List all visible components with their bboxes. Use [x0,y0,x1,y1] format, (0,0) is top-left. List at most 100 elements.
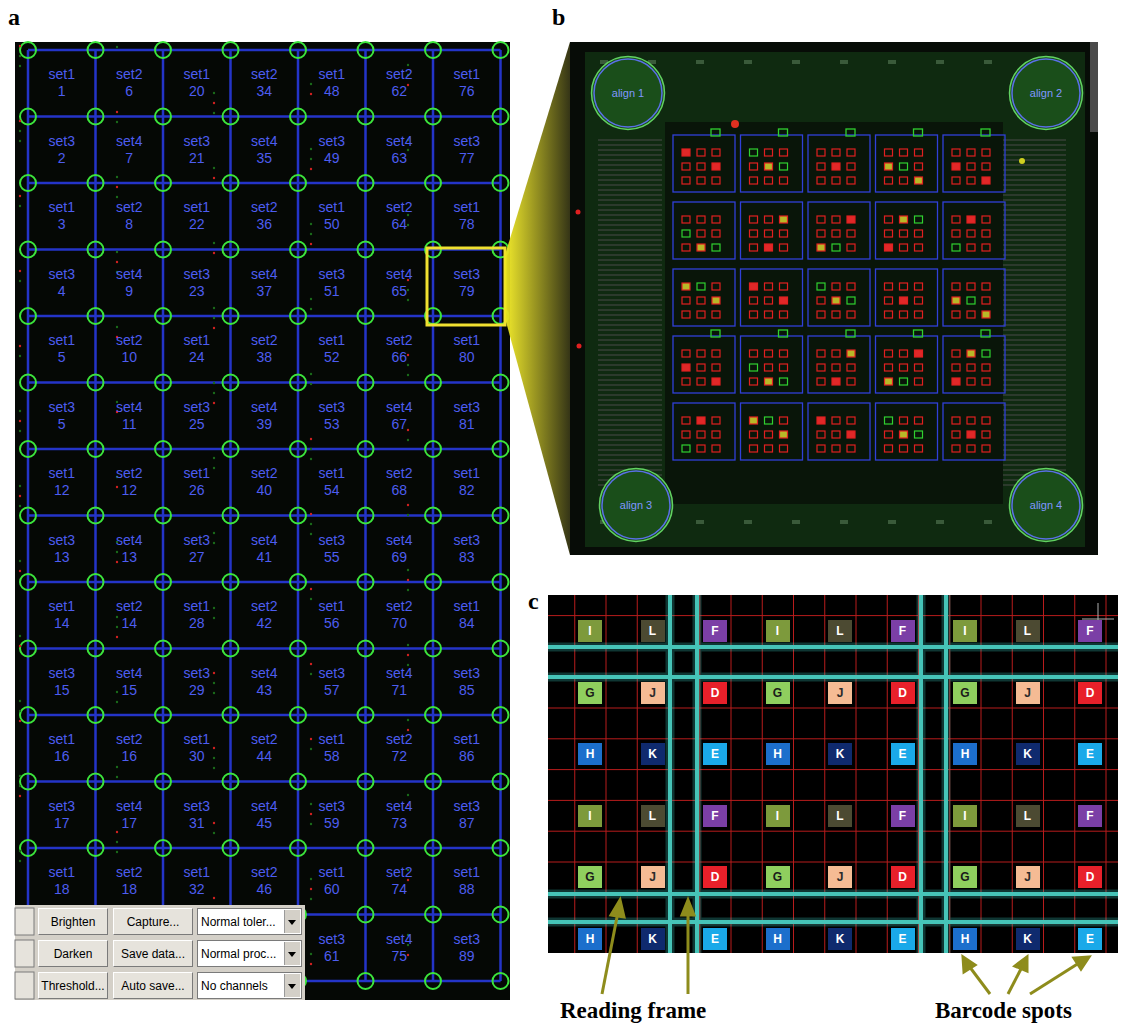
reaction-spot [780,431,788,438]
chamber-array [673,129,1005,460]
reaction-spot [765,417,773,424]
grid-cell: set1 52 [298,316,366,383]
cell-label: set2 70 [386,598,412,632]
reaction-spot [765,378,773,385]
grid-cell: set2 68 [366,449,434,516]
hatch-line [1003,179,1066,181]
spot-letter: H [773,747,782,761]
alignment-circle [425,42,441,58]
noise-dot [310,458,312,460]
hatch-line [598,149,662,151]
chamber-box [808,269,870,326]
reaction-spot [952,177,960,184]
reaction-spot [952,378,960,385]
noise-dot [19,710,21,712]
alignment-circle [358,508,374,524]
cell-label: set2 14 [116,598,142,632]
reaction-spot [967,216,975,223]
edge-mark [696,520,704,524]
marker-square [846,330,855,337]
reaction-spot [765,350,773,357]
hatch-line [1003,204,1066,206]
reaction-spot [682,364,690,371]
frame-line [548,675,1118,679]
edge-mark [984,60,992,64]
reaction-spot [712,163,720,170]
alignment-circle [493,175,509,191]
reaction-spot [900,149,908,156]
cell-label: set3 29 [184,665,210,699]
alignment-circle [358,840,374,856]
noise-dot [310,673,312,675]
reaction-spot [765,311,773,318]
reaction-spot [900,297,908,304]
barcode-spot: K [828,928,852,950]
grid-cell: set3 89 [433,915,501,982]
spot-map-background [548,595,1118,953]
hatch-line [1003,169,1066,171]
grid-cell: set4 73 [366,782,434,849]
reaction-spot [832,244,840,251]
cell-label: set4 17 [116,798,142,832]
reaction-spot [712,177,720,184]
hatch-line [598,424,662,426]
hatch-line [1003,244,1066,246]
cell-label: set4 45 [251,798,277,832]
cell-label: set1 82 [454,465,480,499]
spot-letter: E [711,747,719,761]
dropdown-box: Normal proc... [197,940,302,967]
alignment-circle [223,641,239,657]
hatch-line [1003,384,1066,386]
cell-label: set3 13 [49,532,75,566]
cell-label: set3 25 [184,399,210,433]
noise-dot [1019,158,1025,164]
reaction-spot [982,163,990,170]
cell-label: set1 52 [319,332,345,366]
reaction-spot [750,431,758,438]
marker-square [914,129,923,136]
grid-cell: set3 49 [298,117,366,184]
reaction-spot [952,149,960,156]
grid-line [548,738,1118,739]
grid-cell: set1 58 [298,715,366,782]
hatch-line [1003,339,1066,341]
hatch-line [598,389,662,391]
cell-label: set4 67 [386,399,412,433]
reaction-spot [697,445,705,452]
noise-dot [116,326,118,328]
cell-label: set2 66 [386,332,412,366]
hatch-line [598,454,662,456]
marker-square [914,330,923,337]
alignment-circle [155,42,171,58]
grid-cell: set1 50 [298,183,366,250]
noise-dot [19,45,21,47]
noise-dot [19,560,21,562]
reaction-spot [900,163,908,170]
reaction-spot [697,364,705,371]
grid-cell: set2 18 [96,848,164,915]
barcode-spot: H [578,743,602,765]
grid-cell: set4 17 [96,782,164,849]
chamber-box [741,336,803,393]
reaction-spot [780,216,788,223]
hatch-line [598,359,662,361]
alignment-circle [425,508,441,524]
alignment-circle [88,242,104,258]
grid-line [548,892,1118,893]
reaction-spot [832,297,840,304]
barcode-spot: G [766,866,790,888]
noise-dot [310,233,312,235]
alignment-circle [493,641,509,657]
noise-dot [19,195,21,197]
reaction-spot [900,431,908,438]
reaction-spot [817,417,825,424]
spot-letter: E [898,932,906,946]
alignment-circle [290,707,306,723]
alignment-circle [88,707,104,723]
barcode-spot: K [641,743,665,765]
noise-dot [213,672,215,674]
hatch-line [1003,304,1066,306]
noise-dot [577,344,582,349]
grid-line [28,581,501,584]
grid-cell: set1 3 [28,183,96,250]
